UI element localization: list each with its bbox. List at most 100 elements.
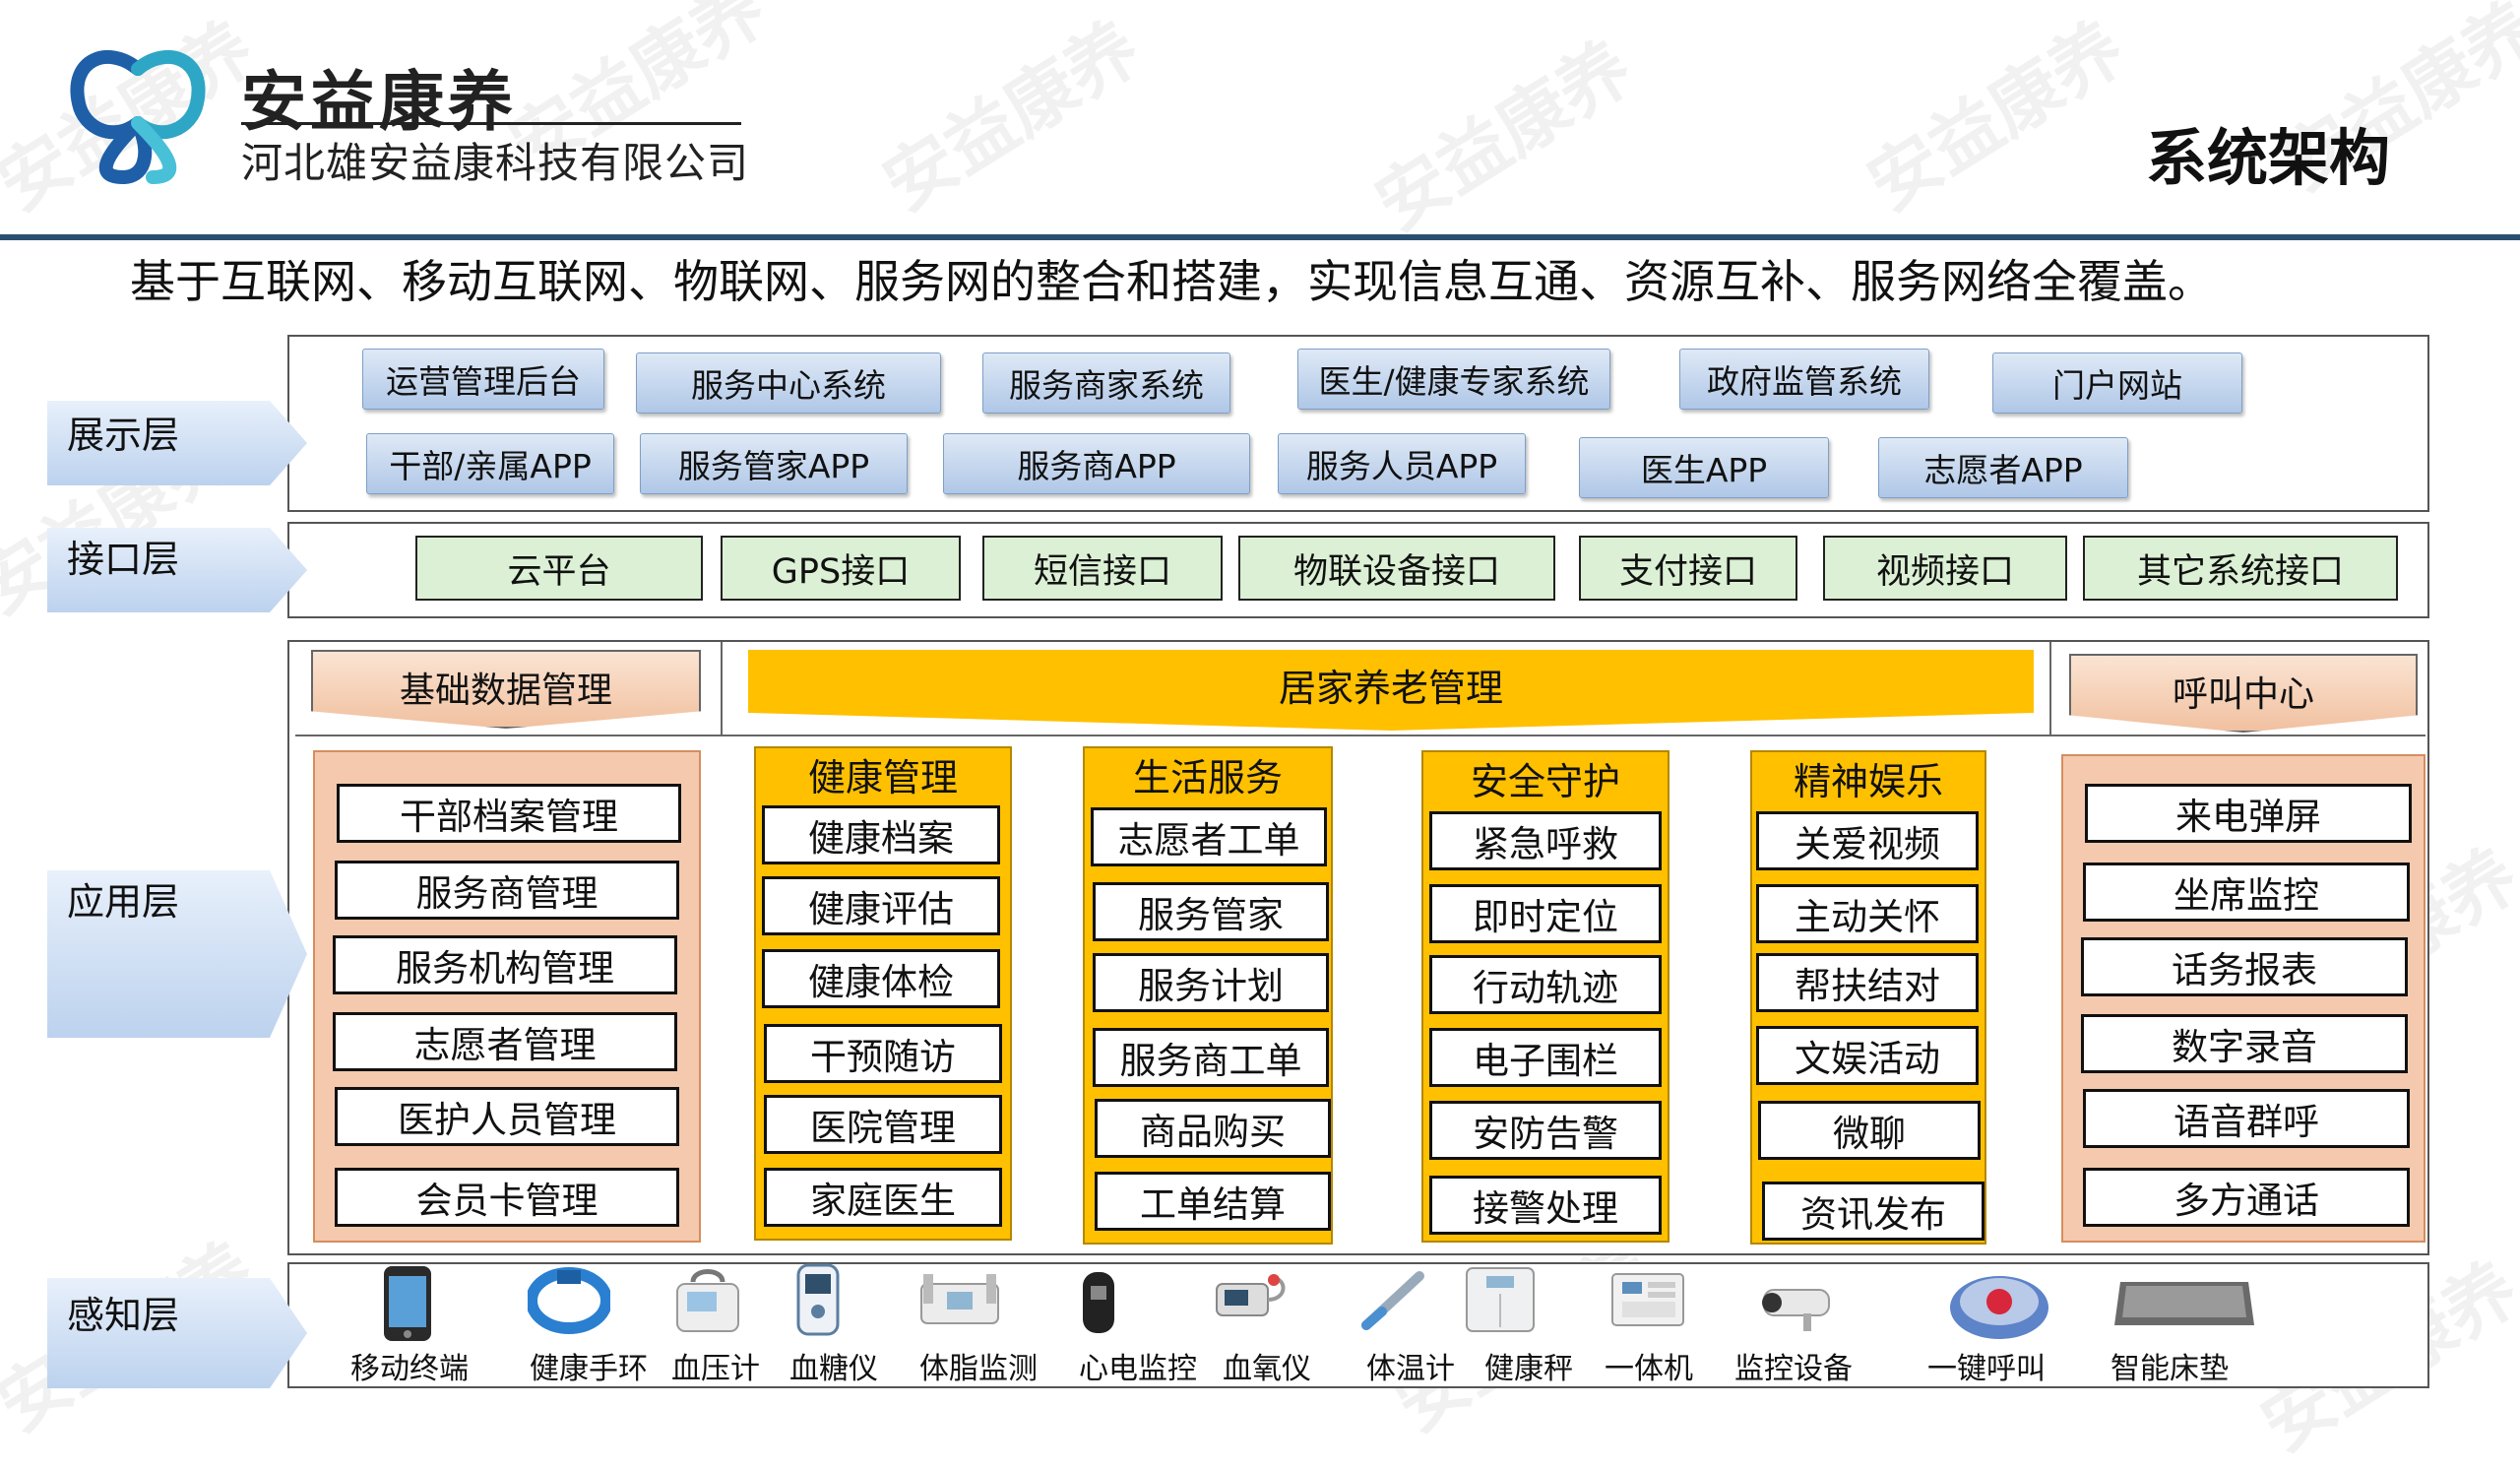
interface-button[interactable]: 视频接口 xyxy=(1823,536,2067,601)
life-services-item[interactable]: 服务管家 xyxy=(1093,882,1329,941)
safety-guard-item[interactable]: 电子围栏 xyxy=(1429,1028,1662,1087)
camera-icon xyxy=(1762,1289,1830,1331)
display-app-button[interactable]: 服务人员APP xyxy=(1278,433,1526,494)
health-management-item[interactable]: 健康评估 xyxy=(762,876,1000,935)
basic-data-item[interactable]: 服务机构管理 xyxy=(333,935,677,994)
oximeter-icon xyxy=(1216,1274,1286,1316)
basic-data-item[interactable]: 会员卡管理 xyxy=(335,1168,679,1227)
thermometer-icon xyxy=(1361,1271,1424,1330)
device-label: 一键呼叫 xyxy=(1927,1352,2046,1386)
health-management-item[interactable]: 家庭医生 xyxy=(764,1168,1002,1227)
watermark: 安益康养 xyxy=(1854,6,2138,226)
perception-layer-frame xyxy=(287,1262,2429,1388)
call-center-item[interactable]: 坐席监控 xyxy=(2083,863,2410,922)
display-system-button[interactable]: 政府监管系统 xyxy=(1679,349,1929,410)
interface-button[interactable]: 云平台 xyxy=(415,536,703,601)
header-divider xyxy=(0,234,2520,240)
safety-guard-item[interactable]: 即时定位 xyxy=(1429,884,1662,943)
basic-data-item[interactable]: 干部档案管理 xyxy=(337,784,681,843)
display-system-button[interactable]: 运营管理后台 xyxy=(362,349,604,410)
device-label: 血糖仪 xyxy=(789,1352,878,1386)
safety-guard-item[interactable]: 安防告警 xyxy=(1429,1101,1662,1160)
page-title: 系统架构 xyxy=(2146,122,2391,194)
application-divider xyxy=(2049,642,2051,736)
group-title: 精神娱乐 xyxy=(1793,759,1943,803)
display-system-button[interactable]: 门户网站 xyxy=(1992,352,2242,414)
layer-label-display: 展示层 xyxy=(47,401,307,485)
basic-data-header: 基础数据管理 xyxy=(311,650,701,729)
home-care-header: 居家养老管理 xyxy=(748,650,2034,731)
device-label: 一体机 xyxy=(1605,1352,1693,1386)
layer-label-perception: 感知层 xyxy=(47,1278,307,1388)
device-label: 监控设备 xyxy=(1734,1352,1853,1386)
company-underline xyxy=(241,122,741,125)
life-services-item[interactable]: 服务计划 xyxy=(1093,953,1329,1012)
entertainment-item[interactable]: 文娱活动 xyxy=(1756,1026,1979,1085)
group-title: 生活服务 xyxy=(1132,755,1283,799)
phone-icon xyxy=(384,1266,431,1341)
life-services-item[interactable]: 服务商工单 xyxy=(1093,1028,1329,1087)
display-app-button[interactable]: 医生APP xyxy=(1579,437,1829,498)
life-services-item[interactable]: 工单结算 xyxy=(1095,1172,1331,1231)
entertainment-item[interactable]: 主动关怀 xyxy=(1756,884,1979,943)
life-services-item[interactable]: 志愿者工单 xyxy=(1091,807,1327,866)
safety-guard-item[interactable]: 紧急呼救 xyxy=(1429,811,1662,870)
health-management-item[interactable]: 健康档案 xyxy=(762,805,1000,864)
device-label: 移动终端 xyxy=(350,1352,469,1386)
basic-data-item[interactable]: 志愿者管理 xyxy=(333,1012,677,1071)
life-services-item[interactable]: 商品购买 xyxy=(1095,1099,1331,1158)
interface-button[interactable]: 短信接口 xyxy=(982,536,1223,601)
watermark: 安益康养 xyxy=(1361,26,1646,246)
health-management-item[interactable]: 健康体检 xyxy=(762,949,1000,1008)
ecg-icon xyxy=(1083,1272,1114,1333)
page-subtitle: 基于互联网、移动互联网、物联网、服务网的整合和搭建，实现信息互通、资源互补、服务… xyxy=(130,255,2213,308)
entertainment-item[interactable]: 微聊 xyxy=(1758,1101,1981,1160)
call-center-item[interactable]: 数字录音 xyxy=(2081,1014,2408,1073)
safety-guard-item[interactable]: 接警处理 xyxy=(1429,1176,1662,1235)
entertainment-item[interactable]: 关爱视频 xyxy=(1756,811,1979,870)
device-label: 体脂监测 xyxy=(919,1352,1038,1386)
display-system-button[interactable]: 医生/健康专家系统 xyxy=(1297,349,1610,410)
interface-button[interactable]: 物联设备接口 xyxy=(1238,536,1555,601)
device-label: 血压计 xyxy=(671,1352,760,1386)
call-center-item[interactable]: 话务报表 xyxy=(2081,937,2408,996)
band-icon xyxy=(528,1267,610,1334)
basic-data-item[interactable]: 医护人员管理 xyxy=(335,1087,679,1146)
group-title: 安全守护 xyxy=(1470,759,1620,803)
blood-pressure-icon xyxy=(676,1269,739,1332)
health-management-item[interactable]: 干预随访 xyxy=(764,1024,1002,1083)
glucose-icon xyxy=(796,1263,840,1336)
display-app-button[interactable]: 干部/亲属APP xyxy=(366,433,614,494)
scale-icon xyxy=(1466,1267,1535,1332)
application-divider xyxy=(721,642,723,736)
call-center-item[interactable]: 多方通话 xyxy=(2083,1168,2410,1227)
basic-data-item[interactable]: 服务商管理 xyxy=(335,861,679,920)
entertainment-item[interactable]: 资讯发布 xyxy=(1762,1182,1984,1241)
mattress-icon xyxy=(2114,1282,2254,1325)
health-management-item[interactable]: 医院管理 xyxy=(764,1095,1002,1154)
call-center-item[interactable]: 语音群呼 xyxy=(2083,1089,2410,1148)
device-label: 心电监控 xyxy=(1079,1352,1197,1386)
layer-label-interface: 接口层 xyxy=(47,528,307,612)
entertainment-item[interactable]: 帮扶结对 xyxy=(1756,953,1979,1012)
call-center-item[interactable]: 来电弹屏 xyxy=(2085,784,2412,843)
display-app-button[interactable]: 服务管家APP xyxy=(640,433,908,494)
display-system-button[interactable]: 服务商家系统 xyxy=(982,352,1230,414)
interface-button[interactable]: GPS接口 xyxy=(721,536,961,601)
display-system-button[interactable]: 服务中心系统 xyxy=(636,352,941,414)
display-app-button[interactable]: 志愿者APP xyxy=(1878,437,2128,498)
device-label: 智能床垫 xyxy=(2110,1352,2229,1386)
device-label: 健康秤 xyxy=(1484,1352,1573,1386)
call-center-header: 呼叫中心 xyxy=(2069,654,2418,733)
watermark: 安益康养 xyxy=(869,6,1154,226)
body-fat-icon xyxy=(920,1274,999,1324)
device-label: 健康手环 xyxy=(530,1352,648,1386)
display-app-button[interactable]: 服务商APP xyxy=(943,433,1250,494)
interface-button[interactable]: 其它系统接口 xyxy=(2083,536,2398,601)
device-label: 血氧仪 xyxy=(1223,1352,1311,1386)
device-label: 体温计 xyxy=(1366,1352,1455,1386)
interface-button[interactable]: 支付接口 xyxy=(1579,536,1797,601)
application-header-rule xyxy=(295,735,2426,736)
company-logo xyxy=(70,49,206,185)
safety-guard-item[interactable]: 行动轨迹 xyxy=(1429,955,1662,1014)
